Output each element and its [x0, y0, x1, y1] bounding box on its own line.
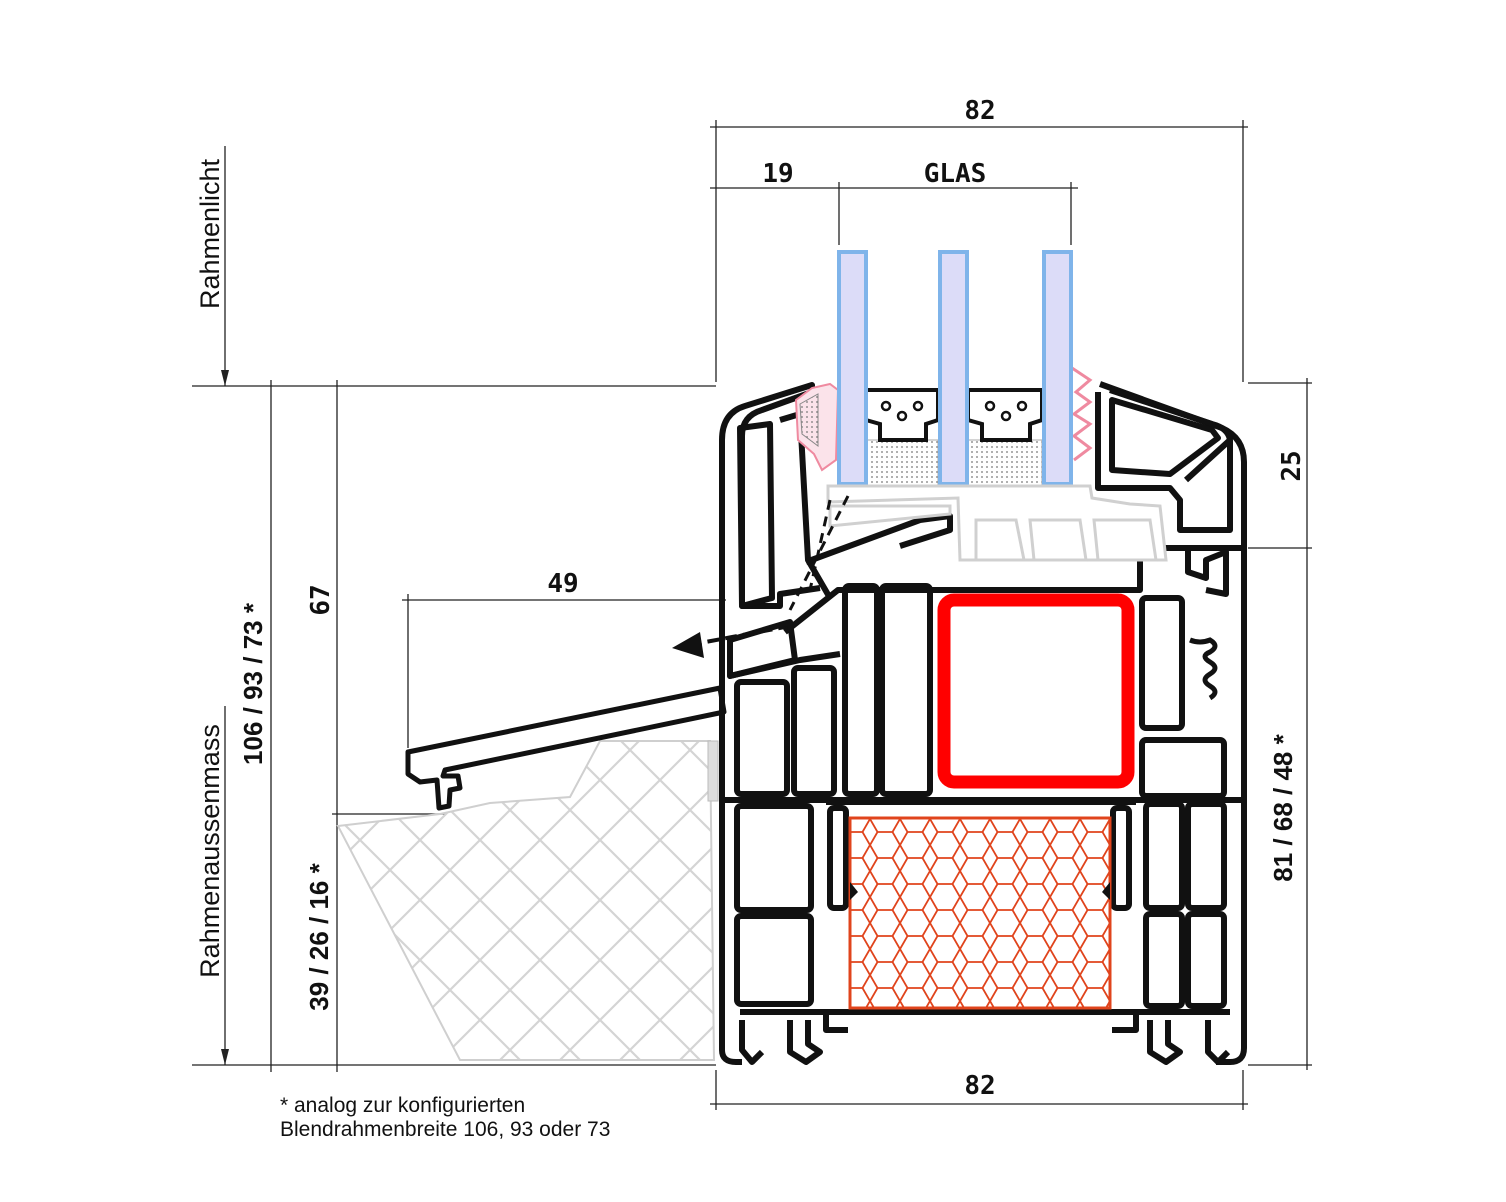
- dim-glass-label: GLAS: [924, 159, 987, 189]
- dim-bottom-width: 82: [964, 1071, 995, 1101]
- masonry-wall: [336, 740, 719, 1061]
- dim-sill-height: 67: [306, 584, 336, 615]
- dim-frame-inner-options: 81 / 68 / 48 *: [1268, 733, 1298, 881]
- glazing-block: [826, 484, 1168, 562]
- dimension-arrows: [221, 370, 229, 1065]
- steel-reinforcement: [937, 593, 1135, 789]
- frame-profile: [719, 381, 1247, 1065]
- triple-glazing: [837, 250, 1073, 486]
- glass-pane-outer: [837, 250, 868, 486]
- spacer-holes: [880, 400, 1028, 422]
- footnote-line-1: * analog zur konfigurierten: [280, 1094, 526, 1117]
- footnote-line-2: Blendrahmenbreite 106, 93 oder 73: [280, 1118, 611, 1141]
- foam-insulation: [848, 816, 1112, 1010]
- label-frame-outer: Rahmenaussenmass: [195, 724, 225, 978]
- gasket-left-core: [799, 393, 819, 447]
- weather-seal: [1189, 637, 1218, 701]
- window-sill: [405, 685, 727, 811]
- glass-pane-inner: [1042, 250, 1073, 486]
- dim-rebate-height: 25: [1277, 450, 1307, 481]
- glass-edge-seal: [865, 439, 1043, 487]
- dim-frame-lower-options: 39 / 26 / 16 *: [304, 862, 334, 1010]
- dim-frame-outer-options: 106 / 93 / 73 *: [238, 602, 268, 765]
- footnote: * analog zur konfigurierten Blendrahmenb…: [280, 1094, 610, 1142]
- dim-sill-projection: 49: [547, 569, 578, 599]
- gasket-right: [1071, 366, 1093, 462]
- label-frame-clear: Rahmenlicht: [195, 158, 225, 309]
- dim-glass-rebate: 19: [762, 159, 793, 189]
- dim-top-width: 82: [964, 96, 995, 126]
- dimension-lines: [192, 120, 1312, 1110]
- glass-pane-middle: [938, 250, 969, 486]
- drainage-dashed: [788, 495, 850, 611]
- drain-arrow: [672, 624, 791, 658]
